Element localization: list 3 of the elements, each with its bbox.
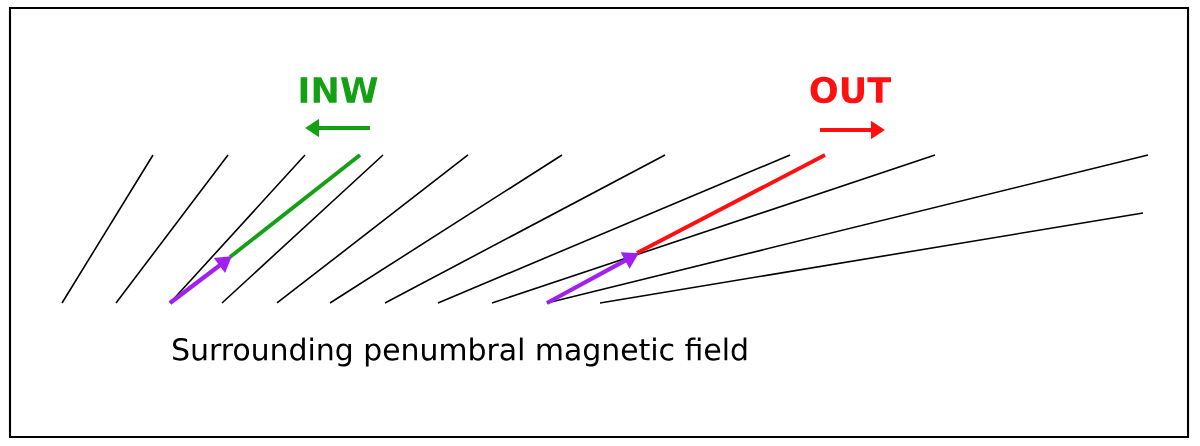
text-label: OUT <box>810 76 891 104</box>
text-label: INW <box>300 77 378 103</box>
text-label: Surrounding penumbral magnetic field <box>173 337 747 367</box>
